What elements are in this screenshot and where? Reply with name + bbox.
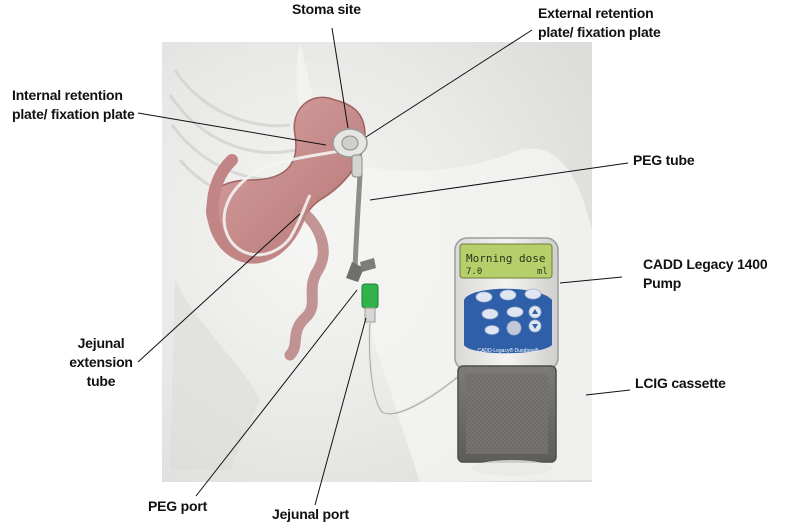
jejunal-port-connector: [361, 283, 379, 309]
label-stoma-site-text: Stoma site: [292, 1, 361, 17]
leader-stoma-site: [331, 27, 349, 129]
label-peg-tube: PEG tube: [633, 151, 695, 170]
jejunal-port-tip: [364, 307, 376, 323]
label-internal-plate-line2: plate/ fixation plate: [12, 106, 135, 122]
duodenum: [206, 154, 306, 264]
label-jejunal-extension-line1: Jejunal: [77, 335, 125, 351]
leader-peg-tube: [369, 162, 629, 201]
pump-brand: CADD-Legacy® Duodopa®: [477, 347, 538, 354]
peg-tube: [352, 172, 363, 273]
pelvis-shadow: [170, 280, 260, 470]
label-peg-port-text: PEG port: [148, 498, 208, 514]
label-jejunal-extension-line2: extension: [69, 354, 133, 370]
label-external-plate-line1: External retention: [538, 5, 654, 21]
label-external-plate: External retention plate/ fixation plate: [538, 4, 661, 42]
leader-pump: [559, 276, 623, 284]
intestine: [284, 204, 329, 361]
label-jejunal-extension-line3: tube: [86, 373, 116, 389]
cadd-legacy-pump: [454, 237, 559, 371]
leader-jejunal-extension: [137, 213, 301, 363]
label-jejunal-port-text: Jejunal port: [272, 506, 349, 522]
jejunal-extension-tube-path: [222, 148, 346, 257]
pump-lcd-line1: Morning dose: [466, 252, 545, 265]
label-jejunal-extension: Jejunal extension tube: [60, 334, 142, 391]
label-pump-line1: CADD Legacy 1400: [643, 256, 768, 272]
stoma-site-mark: [341, 135, 359, 151]
extension-tubing-edge: [369, 321, 461, 415]
pump-lcd-value: 7.0: [466, 267, 482, 277]
label-internal-plate: Internal retention plate/ fixation plate: [12, 86, 135, 124]
label-peg-port: PEG port: [148, 497, 207, 516]
label-peg-tube-text: PEG tube: [633, 152, 695, 168]
leader-internal-plate: [137, 112, 327, 146]
leader-peg-port: [195, 289, 358, 497]
label-stoma-site: Stoma site: [292, 0, 361, 19]
leader-jejunal-port: [314, 317, 367, 506]
label-external-plate-line2: plate/ fixation plate: [538, 24, 661, 40]
label-lcig-cassette: LCIG cassette: [635, 374, 726, 393]
y-connector: [346, 262, 364, 282]
lcig-cassette-body: [457, 365, 557, 476]
label-jejunal-port: Jejunal port: [272, 505, 349, 524]
pump-lcd-unit: ml: [537, 267, 548, 277]
label-pump-line2: Pump: [643, 275, 682, 291]
leader-lcig-cassette: [585, 389, 631, 396]
label-pump: CADD Legacy 1400 Pump: [643, 255, 768, 293]
fixation-clamp: [351, 154, 363, 178]
leader-external-plate: [365, 29, 533, 138]
peg-port-cap: [360, 258, 376, 272]
label-internal-plate-line1: Internal retention: [12, 87, 123, 103]
label-lcig-cassette-text: LCIG cassette: [635, 375, 726, 391]
